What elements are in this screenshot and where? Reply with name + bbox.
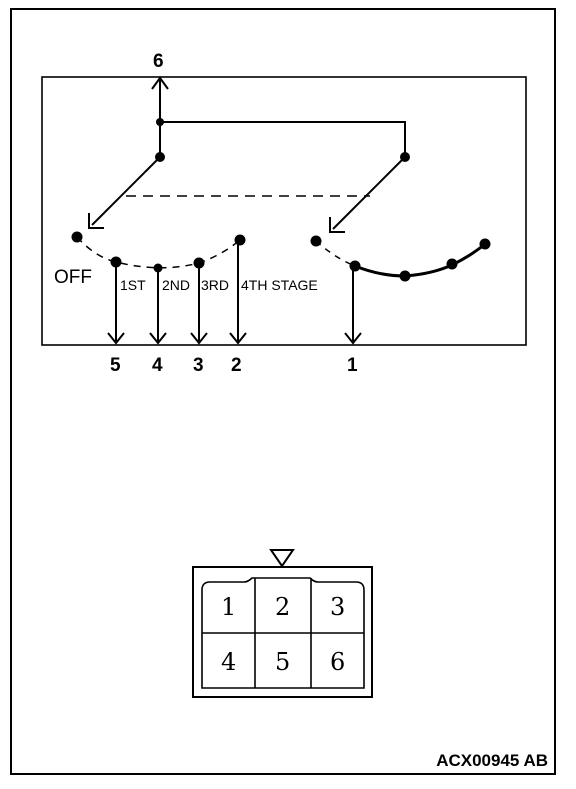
off-contact (71, 231, 83, 243)
connector-pin-3: 3 (330, 593, 345, 621)
figure-id: ACX00945 AB (436, 751, 548, 770)
connector-pin-4: 4 (221, 648, 236, 676)
connector-pin-2: 2 (275, 593, 290, 621)
left-contact-arc (76, 236, 241, 269)
connector-key-icon (269, 549, 295, 568)
right-contact-off (310, 235, 322, 247)
position-label-3rd: 3RD (201, 277, 229, 293)
connector-housing (192, 566, 373, 698)
terminal-1-label: 1 (347, 355, 358, 376)
contact-4th (234, 234, 246, 246)
position-label-4th: 4TH STAGE (241, 277, 318, 293)
left-wiper (88, 152, 165, 229)
right-contact-arc-dashed (315, 240, 356, 267)
position-label-2nd: 2ND (162, 277, 190, 293)
right-contact-a (349, 260, 361, 272)
terminal-3-label: 3 (193, 355, 204, 376)
switch-box (41, 76, 527, 346)
terminal-leads (107, 240, 362, 345)
right-contact-c (446, 258, 458, 270)
terminal-5-label: 5 (110, 355, 121, 376)
right-contact-arc (354, 242, 486, 278)
terminal-2-label: 2 (231, 355, 242, 376)
right-contact-b (399, 270, 411, 282)
terminal-6-lead (151, 76, 406, 157)
position-label-1st: 1ST (120, 277, 146, 293)
right-contact-d (479, 238, 491, 250)
off-label: OFF (54, 267, 92, 288)
connector: 1 2 3 4 5 6 (192, 549, 373, 698)
right-wiper (329, 152, 410, 233)
connector-pin-1: 1 (221, 593, 236, 621)
page-frame (10, 8, 556, 775)
connector-pin-6: 6 (330, 648, 345, 676)
terminal-4-label: 4 (152, 355, 163, 376)
terminal-6-label: 6 (153, 51, 164, 72)
connector-cavity-outline (201, 577, 365, 689)
connector-pin-5: 5 (275, 648, 290, 676)
